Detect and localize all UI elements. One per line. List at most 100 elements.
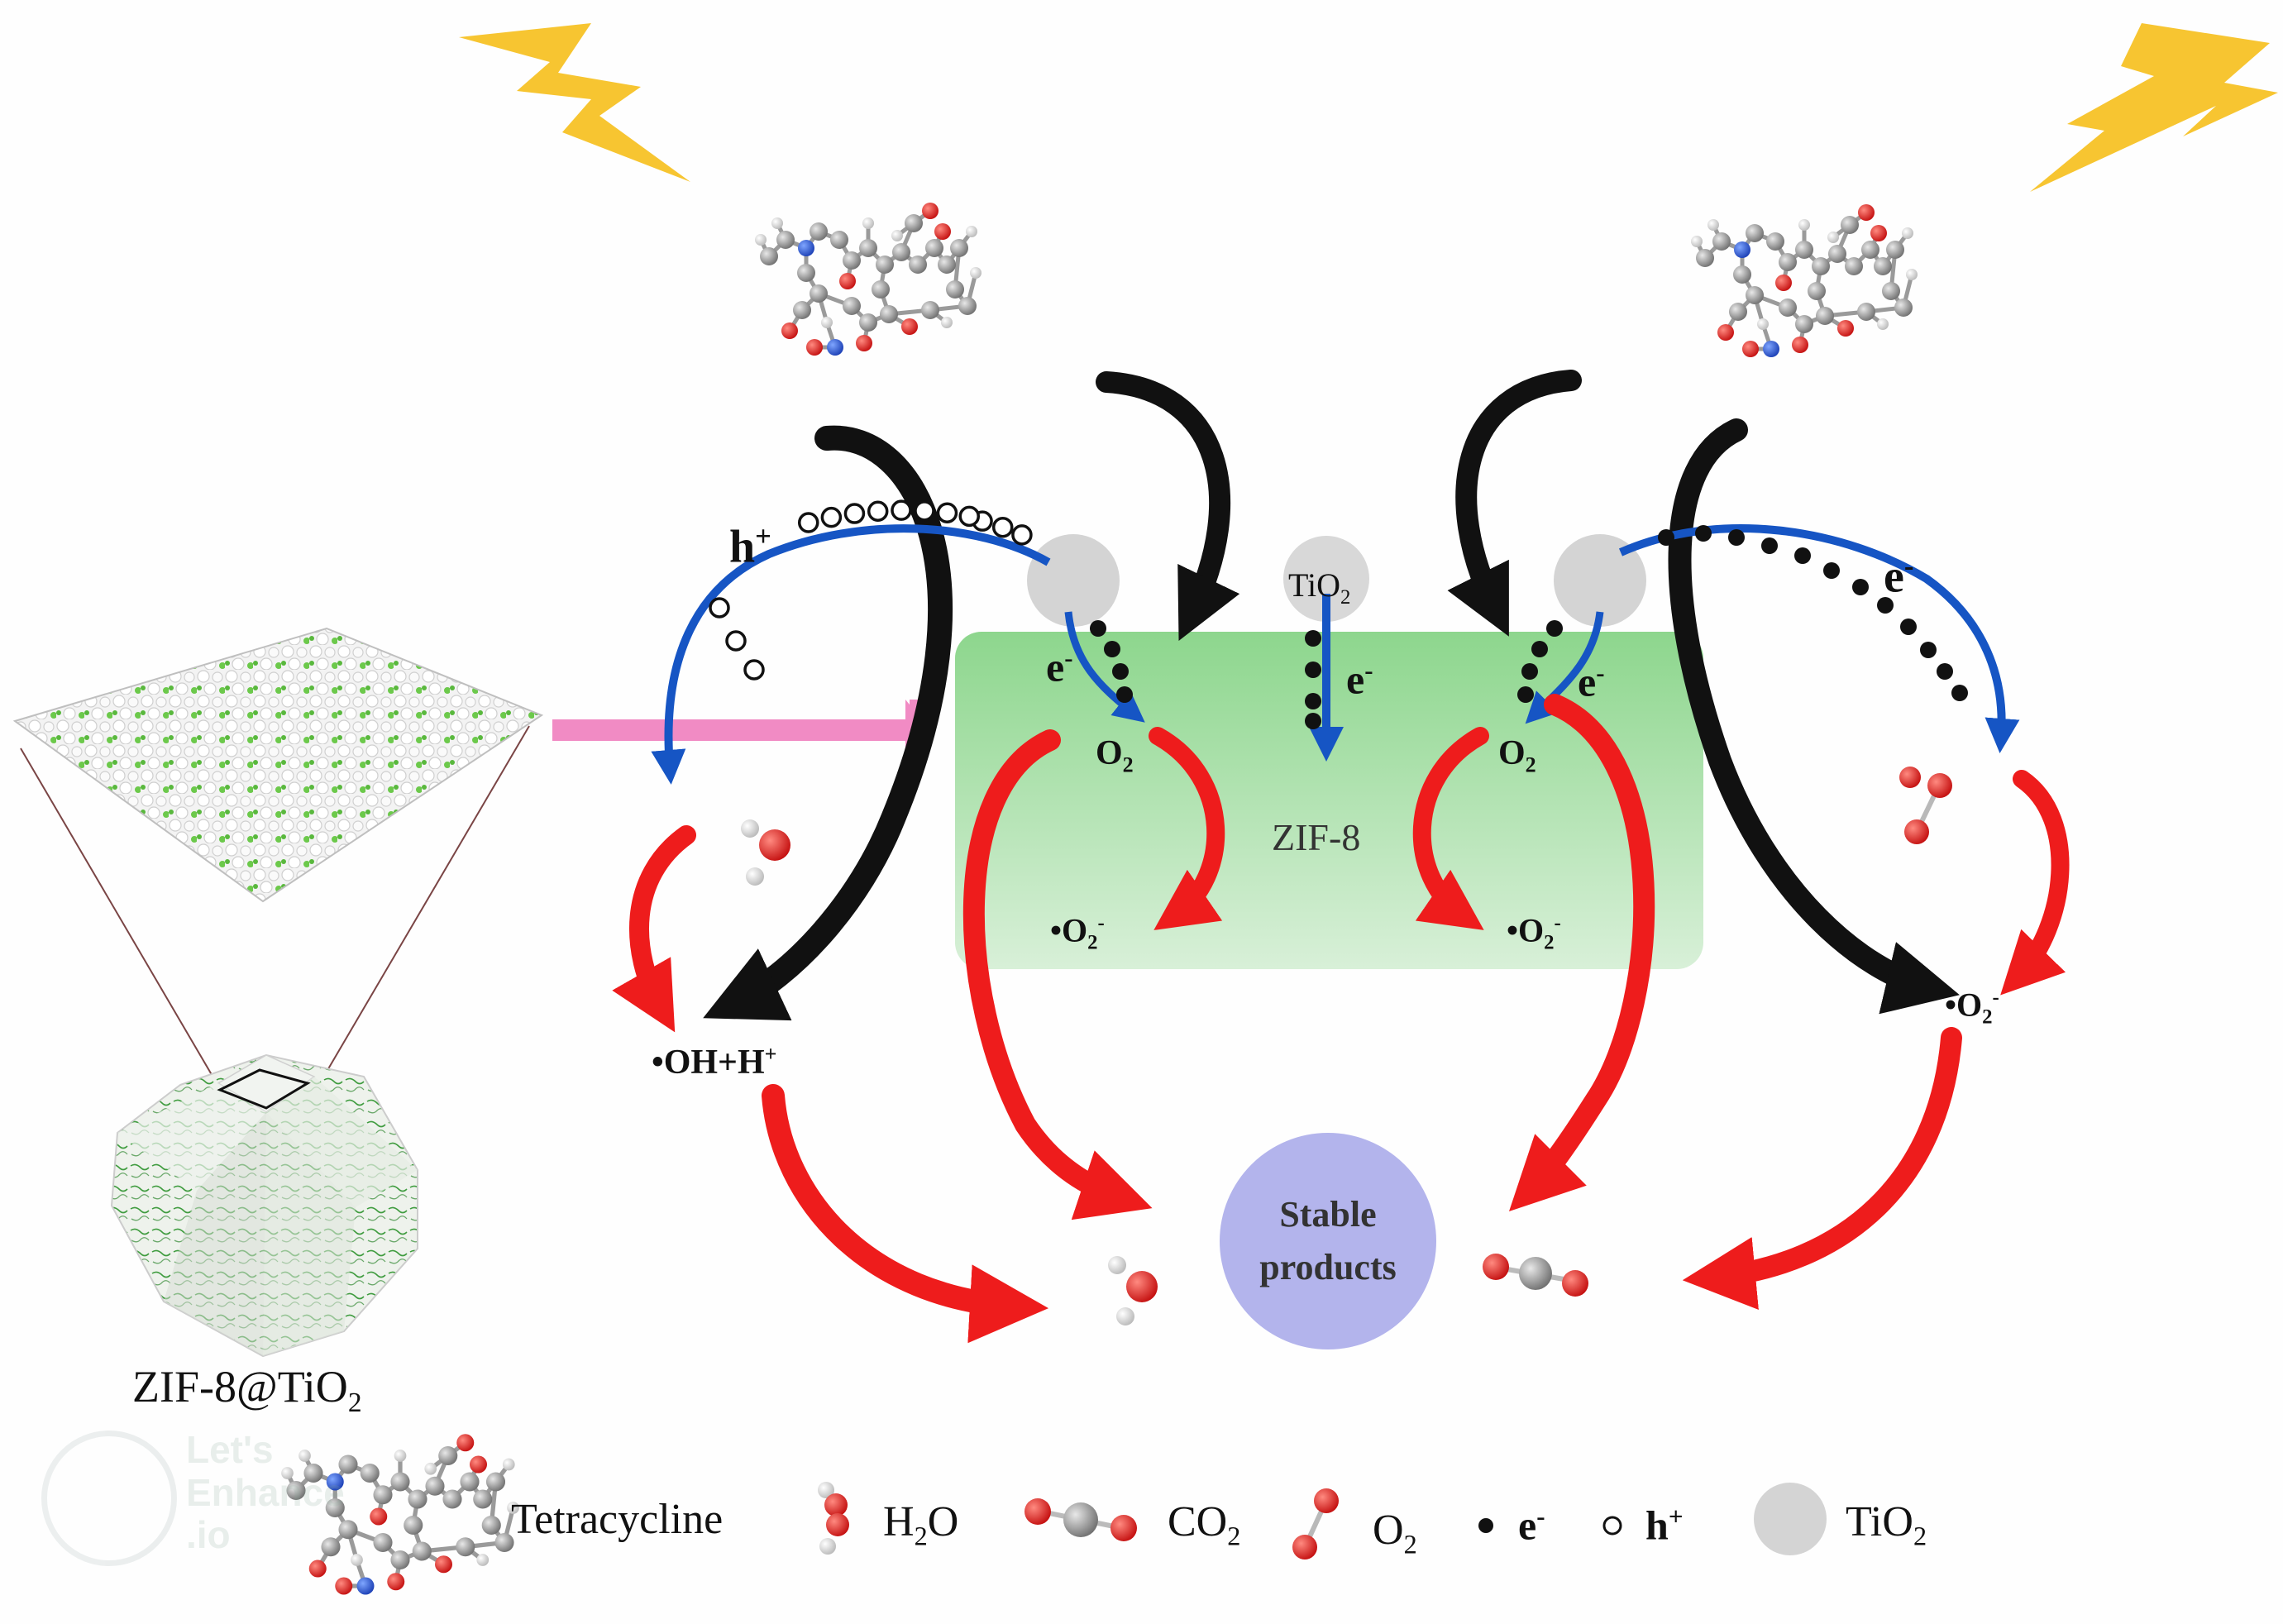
water-molecule-icon: [1108, 1256, 1158, 1325]
electron-icon: [1877, 597, 1894, 614]
legend-tio2: TiO2: [1846, 1498, 1927, 1551]
tetracycline-molecule-icon: [281, 1434, 519, 1595]
tio2-particle-icon: [1754, 1483, 1827, 1555]
electron-label-right: e-: [1578, 658, 1605, 705]
zif8-tio2-composite-illustration: [12, 627, 544, 1358]
legend-o2: O2: [1373, 1507, 1417, 1560]
stable-products-node: Stable products: [1220, 1133, 1436, 1349]
electron-icon: [1521, 663, 1538, 680]
superoxide-label-right: •O2-: [1945, 986, 1999, 1029]
watermark-logo: Let's Enhance .io: [41, 1422, 345, 1566]
electron-label-top-right: e-: [1884, 550, 1914, 603]
legend-tetracycline: Tetracycline: [511, 1496, 724, 1543]
electron-icon: [1531, 641, 1548, 657]
electron-icon: [1478, 1518, 1493, 1533]
hydroxyl-radical-label: •OH+H+: [652, 1042, 777, 1082]
stable-products-line-1: Stable: [1279, 1194, 1377, 1235]
electron-icon: [1951, 685, 1968, 701]
red-arrow: [1509, 694, 1655, 1212]
hole-icon: [709, 597, 730, 619]
legend-water: H2O: [883, 1498, 959, 1551]
electron-icon: [1937, 663, 1953, 680]
hole-icon: [725, 630, 747, 652]
blue-arrow: [1064, 611, 1145, 723]
electron-icon: [1305, 662, 1321, 678]
tetracycline-molecule-icon: [1691, 204, 1918, 357]
black-arrow: [703, 425, 953, 1021]
tio2-particle-icon: [1027, 534, 1120, 627]
co2-molecule-icon: [1024, 1498, 1137, 1541]
hole-icon: [936, 502, 958, 523]
blue-arrow: [651, 524, 1051, 785]
hole-icon: [991, 516, 1014, 538]
electron-icon: [1116, 686, 1133, 703]
co2-molecule-icon: [1483, 1254, 1588, 1297]
electron-label-center: e-: [1346, 656, 1373, 703]
red-arrow: [1682, 1027, 1962, 1311]
electron-icon-group: [1090, 525, 1968, 729]
hole-icon: [891, 499, 912, 521]
water-molecule-icon: [818, 1482, 849, 1555]
pink-arrow: [552, 700, 933, 761]
hole-icon: [843, 503, 866, 524]
o2-molecule-icon: [1899, 767, 1952, 844]
hole-icon-group: [709, 499, 1033, 681]
electron-icon: [1305, 693, 1321, 709]
electron-icon: [1658, 529, 1674, 546]
black-arrow: [1668, 418, 1960, 1015]
oxygen-label-right: O2: [1498, 734, 1536, 777]
o2-molecule-icon: [1292, 1488, 1339, 1560]
electron-icon: [1900, 619, 1917, 635]
red-arrow: [612, 825, 696, 1033]
electron-icon: [1852, 579, 1869, 595]
electron-icon: [1104, 641, 1120, 657]
zif8-label: ZIF-8: [1272, 816, 1361, 858]
black-arrow: [1447, 370, 1582, 637]
hole-label: h+: [729, 520, 771, 573]
electron-icon: [1305, 630, 1321, 647]
black-arrow: [1096, 371, 1240, 641]
water-molecule-icon: [741, 819, 790, 886]
lightning-bolt-icon: [459, 23, 690, 182]
electron-icon: [1112, 663, 1129, 680]
superoxide-label-mid: •O2-: [1507, 911, 1561, 954]
hole-icon: [797, 512, 819, 533]
legend-electron: e-: [1518, 1502, 1545, 1549]
stable-products-line-2: products: [1259, 1247, 1397, 1287]
hole-icon: [820, 506, 843, 528]
electron-icon: [1517, 686, 1534, 703]
red-arrow: [2000, 770, 2070, 996]
electron-icon: [1090, 620, 1106, 637]
watermark-text: Let's Enhance .io: [186, 1428, 345, 1557]
tetracycline-molecule-icon: [755, 203, 981, 356]
hole-icon: [1011, 524, 1033, 546]
electron-icon: [1546, 620, 1563, 637]
hole-icon: [1602, 1516, 1622, 1536]
hole-icon: [914, 500, 935, 522]
composite-label: ZIF-8@TiO2: [132, 1362, 362, 1418]
legend-hole: h+: [1645, 1502, 1684, 1549]
electron-label-left: e-: [1046, 643, 1073, 690]
electron-icon: [1823, 562, 1840, 579]
watermark-ring-icon: [41, 1431, 177, 1566]
red-arrow: [962, 729, 1153, 1220]
lightning-bolt-icon: [2030, 23, 2278, 192]
electron-icon: [1305, 713, 1321, 729]
hole-icon: [958, 505, 981, 528]
electron-icon: [1728, 529, 1745, 546]
hole-icon: [867, 500, 889, 522]
tio2-particle-icon: [1283, 536, 1369, 622]
superoxide-label-left: •O2-: [1050, 911, 1105, 954]
electron-icon: [1920, 642, 1937, 658]
electron-icon: [1794, 547, 1811, 564]
legend-co2: CO2: [1168, 1498, 1241, 1551]
red-arrow: [1412, 727, 1489, 930]
electron-icon: [1695, 525, 1712, 542]
electron-icon: [1761, 537, 1778, 554]
tio2-particle-icon: [1554, 534, 1646, 627]
oxygen-label-left: O2: [1096, 734, 1134, 777]
hole-icon: [743, 659, 765, 681]
tio2-label: TiO2: [1288, 566, 1351, 609]
